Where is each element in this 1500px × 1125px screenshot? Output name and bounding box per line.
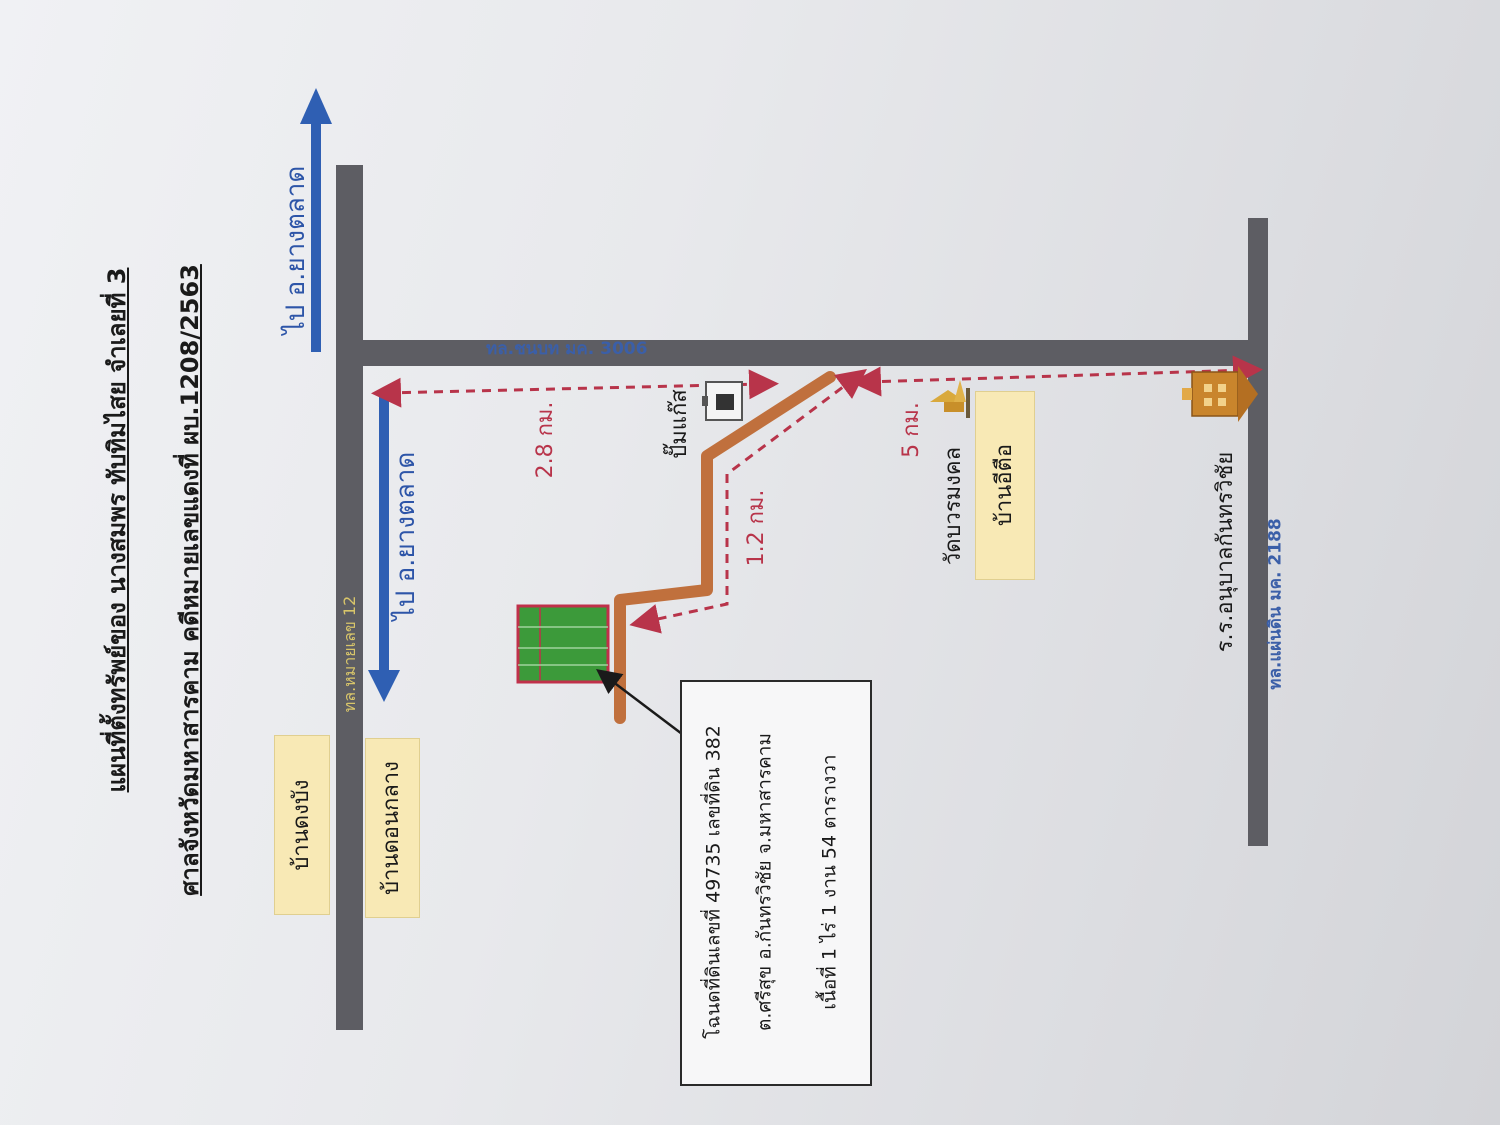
highway-12-road (336, 165, 363, 1030)
highway-12-label: ทล.หมายเลข 12 (340, 595, 359, 713)
map-title: แผนที่ตั้งทรัพย์ของ นางสมพร ทับทิมไสย จำ… (103, 267, 131, 793)
direction-label-south: ไป อ.ยางตลาด (391, 451, 421, 621)
village-box-don-klang: บ้านดอนกลาง (365, 738, 420, 918)
arrow-north (300, 88, 332, 352)
road-3006-label: ทล.ชนบท มค. 3006 (486, 339, 648, 359)
dashed-5km (851, 355, 1263, 397)
road-2188-label: ทล.แผ่นดิน มค. 2188 (1265, 518, 1286, 690)
school-icon (1182, 366, 1258, 422)
village-box-dong-bang: บ้านดงบัง (274, 735, 330, 915)
temple-label: วัดบวรมงคล (941, 446, 966, 566)
village-label-dong-bang: บ้านดงบัง (289, 779, 314, 871)
arrow-south (368, 396, 400, 702)
property-info-box: โฉนดที่ดินเลขที่ 49735 เลขที่ดิน 382 ต.ศ… (680, 680, 872, 1086)
pointer-arrow (596, 668, 691, 741)
distance-label-5km: 5 กม. (899, 402, 924, 458)
dashed-1-2km (629, 369, 867, 634)
property-deed-number: โฉนดที่ดินเลขที่ 49735 เลขที่ดิน 382 (702, 725, 725, 1039)
temple-icon (930, 380, 970, 418)
distance-label-1-2km: 1.2 กม. (744, 489, 769, 567)
direction-label-north: ไป อ.ยางตลาด (281, 165, 311, 335)
village-label-ue-tue: บ้านอีตือ (992, 443, 1017, 527)
gas-station-icon (702, 381, 743, 421)
property-plot (516, 604, 610, 684)
village-box-ue-tue: บ้านอีตือ (975, 391, 1035, 580)
village-label-don-klang: บ้านดอนกลาง (379, 761, 404, 895)
lane-to-property (614, 371, 836, 724)
gas-station-label: ปั๊มแก๊ส (667, 389, 692, 459)
school-label: ร.ร.อนุบาลกันทรวิชัย (1213, 451, 1238, 653)
court-case-title: ศาลจังหวัดมหาสารคาม คดีหมายเลขแดงที่ ผบ.… (176, 264, 204, 896)
distance-label-2-8km: 2.8 กม. (533, 401, 558, 479)
property-location: ต.ศรีสุข อ.กันทรวิชัย จ.มหาสารคาม (753, 733, 776, 1031)
property-area: เนื้อที่ 1 ไร่ 1 งาน 54 ตารางวา (818, 754, 841, 1010)
